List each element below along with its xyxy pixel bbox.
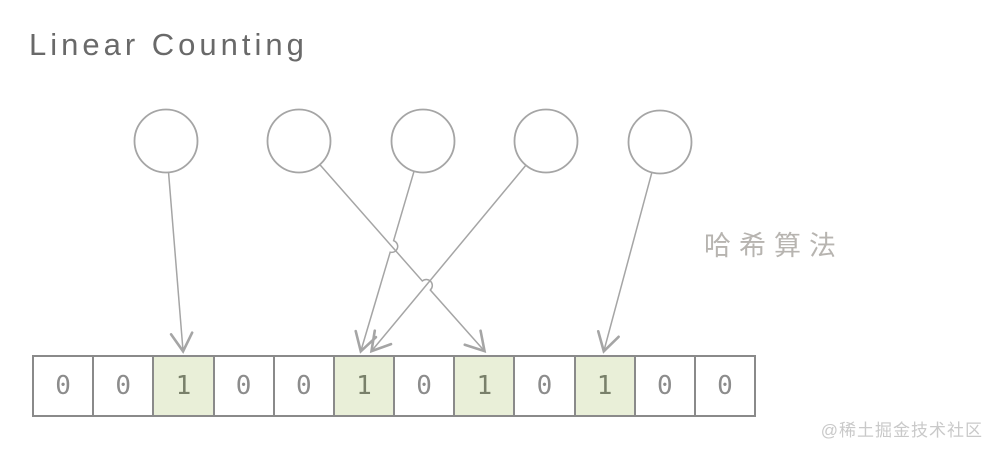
hash-arrow-4-to-cell-5 <box>369 164 527 354</box>
bit-cell-10: 0 <box>635 357 696 415</box>
hash-input-circle-5 <box>627 109 693 175</box>
hash-input-circle-3 <box>390 108 456 174</box>
watermark: @稀土掘金技术社区 <box>820 421 983 440</box>
hash-input-circle-2 <box>266 108 332 174</box>
bit-cell-5: 1 <box>334 357 396 415</box>
bit-cell-2: 1 <box>154 357 215 415</box>
hash-algorithm-label: 哈希算法 <box>704 231 844 261</box>
hash-input-circle-1 <box>133 108 199 174</box>
hash-arrow-2-to-cell-7 <box>318 163 487 354</box>
bit-cell-1: 0 <box>94 357 155 415</box>
bit-cell-3: 0 <box>214 357 275 415</box>
bit-cell-7: 1 <box>455 357 516 415</box>
bit-cell-6: 0 <box>395 357 456 415</box>
page-title: Linear Counting <box>29 27 308 62</box>
bit-cell-8: 0 <box>515 357 576 415</box>
hash-input-circle-4 <box>513 108 579 174</box>
bit-cell-11: 0 <box>695 357 755 415</box>
hash-arrow-3-to-cell-5 <box>354 170 415 354</box>
hash-arrow-1-to-cell-2 <box>167 171 194 354</box>
bit-cell-0: 0 <box>34 357 95 415</box>
bit-cell-4: 0 <box>274 357 335 415</box>
hash-arrow-5-to-cell-9 <box>596 171 653 354</box>
bit-cell-9: 1 <box>575 357 636 415</box>
